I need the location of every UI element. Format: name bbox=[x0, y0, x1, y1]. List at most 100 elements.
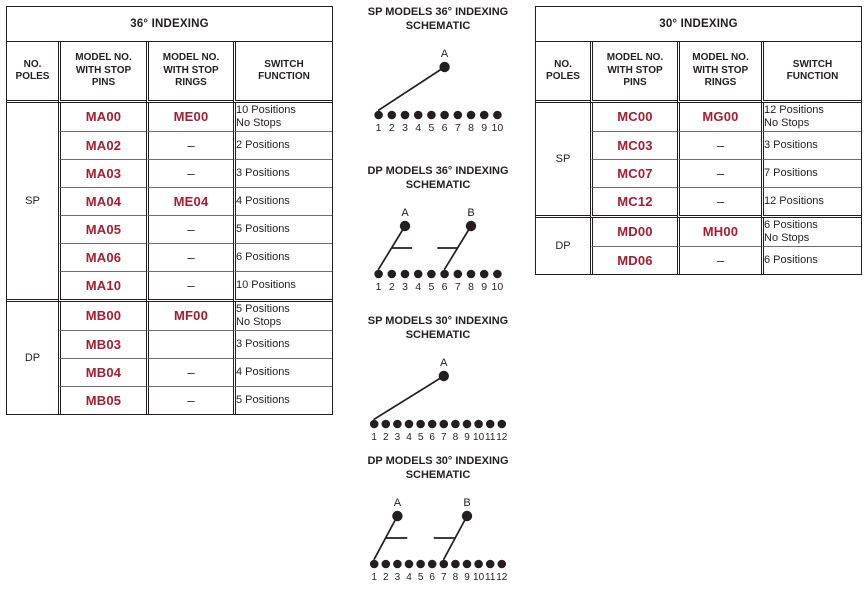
schematic-title: DP MODELS 36° INDEXING SCHEMATIC bbox=[338, 165, 538, 192]
model-number-stop-rings: – bbox=[677, 247, 761, 274]
model-number-stop-pins: MC07 bbox=[590, 160, 677, 188]
model-number-stop-pins: MB00 bbox=[58, 302, 146, 331]
poles-group-dp: DP bbox=[536, 218, 590, 274]
terminal-number: 6 bbox=[442, 281, 448, 293]
terminal-dot bbox=[493, 110, 502, 120]
switch-function-line1: 10 Positions bbox=[236, 103, 296, 116]
pole-terminal-a bbox=[399, 220, 411, 232]
terminal-dot bbox=[381, 419, 391, 429]
model-number-stop-rings: – bbox=[146, 387, 233, 414]
schematic-title-line2: SCHEMATIC bbox=[405, 19, 471, 32]
terminal-number: 2 bbox=[389, 122, 395, 134]
terminal-dot bbox=[413, 110, 423, 120]
table-title-row: 30° INDEXING bbox=[536, 7, 862, 42]
switch-function-line1: 12 Positions bbox=[764, 194, 824, 207]
switch-function: 4 Positions bbox=[233, 359, 333, 387]
model-number-stop-pins: MC12 bbox=[590, 188, 677, 218]
terminal-number: 1 bbox=[376, 122, 382, 134]
model-number-stop-pins: MD06 bbox=[590, 247, 677, 274]
terminal-dot bbox=[439, 419, 449, 429]
header-line: SWITCH bbox=[792, 58, 833, 70]
terminal-number: 8 bbox=[468, 122, 474, 134]
terminal-dot bbox=[485, 419, 495, 429]
header-line: POLES bbox=[15, 71, 50, 82]
terminal-dot bbox=[439, 559, 449, 569]
terminal-number: 10 bbox=[492, 122, 504, 134]
model-number-stop-rings: – bbox=[146, 272, 233, 302]
terminal-dot bbox=[404, 419, 414, 429]
pole-label-a: A bbox=[441, 48, 449, 60]
terminal-dot bbox=[369, 419, 379, 429]
switch-function: 5 Positions bbox=[233, 387, 333, 414]
schematic-title: DP MODELS 30° INDEXING SCHEMATIC bbox=[338, 455, 538, 482]
terminal-dot bbox=[387, 110, 397, 120]
table-row: MC12–12 Positions bbox=[536, 188, 862, 218]
pole-label-a: A bbox=[401, 207, 409, 219]
model-number-stop-pins: MA10 bbox=[58, 272, 146, 302]
switch-function: 7 Positions bbox=[761, 160, 862, 188]
header-line: PINS bbox=[91, 77, 116, 89]
header-line: FUNCTION bbox=[258, 71, 310, 82]
terminal-dot bbox=[381, 559, 391, 569]
header-line: MODEL NO. bbox=[692, 52, 749, 64]
terminal-dot bbox=[374, 269, 383, 279]
model-number-stop-rings: MG00 bbox=[677, 103, 761, 132]
switch-function-line1: 6 Positions bbox=[764, 253, 818, 266]
switch-function: 3 Positions bbox=[233, 160, 333, 188]
model-number-stop-pins: MA04 bbox=[58, 188, 146, 216]
terminal-dot bbox=[416, 419, 425, 429]
pole-terminal-a bbox=[438, 370, 449, 382]
poles-group-dp: DP bbox=[7, 302, 58, 414]
schematic-title-line2: SCHEMATIC bbox=[405, 328, 471, 341]
pole-terminal-a bbox=[392, 510, 403, 522]
terminal-number: 6 bbox=[442, 122, 448, 134]
terminal-dot bbox=[451, 419, 460, 429]
pole-terminal-a bbox=[439, 61, 450, 73]
model-number-stop-pins: MC00 bbox=[590, 103, 677, 132]
terminal-number: 7 bbox=[455, 122, 461, 134]
terminal-dot bbox=[416, 559, 425, 569]
switch-function-line1: 4 Positions bbox=[236, 365, 290, 378]
switch-function-line1: 5 Positions bbox=[236, 302, 290, 315]
table-row: MC07–7 Positions bbox=[536, 160, 862, 188]
terminal-number: 9 bbox=[464, 432, 470, 443]
model-number-stop-rings: – bbox=[146, 132, 233, 160]
terminal-dot bbox=[374, 110, 383, 120]
header-line: POLES bbox=[546, 71, 580, 82]
terminal-dot bbox=[400, 269, 410, 279]
terminal-dot bbox=[427, 110, 436, 120]
poles-group-sp: SP bbox=[7, 103, 58, 302]
switch-function: 4 Positions bbox=[233, 188, 333, 216]
terminal-dot bbox=[497, 559, 507, 569]
model-number-stop-rings: ME00 bbox=[146, 103, 233, 132]
model-number-stop-pins: MD00 bbox=[590, 218, 677, 247]
schematic-title-line1: SP MODELS 36° INDEXING bbox=[367, 6, 509, 18]
pole-terminal-b bbox=[465, 220, 477, 232]
switch-function-line2: No Stops bbox=[764, 117, 810, 129]
model-number-stop-rings: – bbox=[146, 216, 233, 244]
terminal-dot bbox=[485, 559, 495, 569]
model-number-stop-rings: – bbox=[677, 188, 761, 218]
table-row: MC03–3 Positions bbox=[536, 132, 862, 160]
terminal-dot bbox=[393, 419, 402, 429]
header-line: NO. bbox=[554, 58, 572, 70]
wiper-arm-a bbox=[373, 375, 445, 421]
table-title: 30° INDEXING bbox=[536, 7, 862, 42]
terminal-dot bbox=[393, 559, 402, 569]
pole-label-b: B bbox=[467, 207, 474, 219]
terminal-number: 8 bbox=[453, 432, 459, 443]
terminal-number: 1 bbox=[371, 432, 377, 443]
switch-function-line1: 4 Positions bbox=[236, 194, 290, 207]
terminal-dot bbox=[497, 419, 507, 429]
table-row: MB05–5 Positions bbox=[7, 387, 333, 414]
